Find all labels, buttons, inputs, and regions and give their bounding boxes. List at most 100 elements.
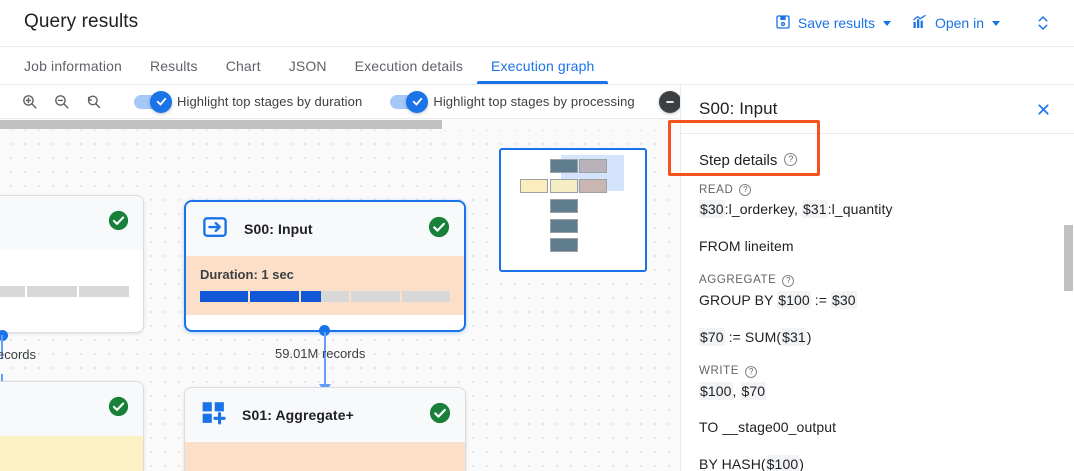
graph-minimap[interactable]	[499, 148, 647, 272]
node-body	[0, 436, 143, 471]
toggle-knob	[150, 90, 172, 113]
minimap-node	[550, 219, 578, 233]
edge-line	[1, 335, 3, 359]
tab-json[interactable]: JSON	[288, 57, 327, 74]
help-icon[interactable]: ?	[784, 153, 798, 166]
node-progress-bar	[0, 286, 129, 297]
detail-aggregate-groupby: GROUP BY $100 := $30	[699, 290, 857, 309]
chart-bars-icon	[911, 14, 928, 33]
node-header: S00: Input	[186, 202, 464, 256]
tab-chart[interactable]: Chart	[225, 57, 261, 74]
detail-aggregate-sum: $70 := SUM($31)	[699, 327, 812, 346]
tab-job-information[interactable]: Job information	[24, 57, 122, 74]
toggle-highlight-by-processing[interactable]: Highlight top stages by processing	[390, 90, 635, 113]
status-success-icon	[429, 402, 451, 429]
progress-segment	[79, 286, 129, 297]
section-keyword-write: WRITE ?	[699, 365, 1056, 378]
toggle-knob	[658, 90, 680, 113]
progress-segment	[200, 291, 249, 302]
tab-results[interactable]: Results	[149, 57, 198, 74]
variable-token: $70	[699, 327, 725, 346]
tab-execution-graph[interactable]: Execution graph	[477, 47, 609, 84]
edge-label-records-partial: ecords	[0, 347, 37, 362]
minimap-node	[550, 179, 578, 193]
graph-node-s00-input[interactable]: S00: Input Duration: 1 sec	[184, 200, 466, 332]
toggle-switch-third[interactable]	[658, 90, 680, 113]
section-keyword-aggregate: AGGREGATE ?	[699, 274, 1056, 287]
node-progress-bar	[200, 291, 451, 302]
toggle-highlight-by-duration[interactable]: Highlight top stages by duration	[134, 90, 363, 113]
save-icon	[775, 14, 791, 33]
keyword-label-aggregate: AGGREGATE	[699, 274, 777, 287]
chevron-down-icon	[992, 20, 1000, 26]
status-success-icon	[108, 210, 129, 236]
step-details-label: Step details	[699, 152, 778, 169]
minimap-node	[550, 238, 578, 252]
minimap-node	[579, 159, 607, 173]
variable-token: $31	[781, 327, 807, 346]
variable-token: $30	[830, 290, 857, 309]
minimap-node	[579, 179, 607, 193]
step-details-heading: Step details ?	[699, 134, 1056, 183]
panel-scrollbar-track[interactable]	[1063, 85, 1074, 471]
toggle-switch-processing[interactable]	[390, 90, 429, 113]
node-body: Duration: 1 sec	[186, 256, 464, 315]
node-title-s00: S00: Input	[244, 221, 313, 237]
chevron-down-icon	[882, 20, 891, 26]
edge-connector-dot	[0, 330, 8, 341]
detail-write-to: TO __stage00_output	[699, 419, 837, 436]
graph-node-partial-lower-left[interactable]	[0, 381, 144, 471]
save-results-button[interactable]: Save results	[765, 8, 901, 39]
graph-node-s01-aggregate[interactable]: S01: Aggregate+	[184, 387, 466, 471]
progress-segment	[250, 291, 299, 302]
variable-token: $30	[699, 200, 725, 218]
toggle-third-option[interactable]	[658, 90, 680, 113]
graph-toolbar: Highlight top stages by duration Highlig…	[0, 85, 680, 119]
edge-line	[324, 332, 326, 388]
detail-read-from: FROM lineitem	[699, 237, 794, 254]
variable-token: $100	[777, 290, 811, 309]
minimap-node	[550, 159, 578, 173]
horizontal-scrollbar-thumb[interactable]	[0, 120, 442, 129]
status-success-icon	[428, 216, 450, 243]
variable-token: $100	[699, 381, 733, 400]
help-icon[interactable]: ?	[745, 365, 758, 378]
edge-label-records: 59.01M records	[275, 346, 366, 361]
variable-token: $31	[801, 200, 828, 218]
execution-graph-canvas[interactable]: ecords S00: Input	[0, 119, 680, 471]
tab-execution-details[interactable]: Execution details	[354, 57, 464, 74]
help-icon[interactable]: ?	[782, 274, 795, 287]
open-in-label: Open in	[934, 15, 984, 31]
panel-scrollbar-thumb[interactable]	[1064, 225, 1073, 291]
progress-segment	[27, 286, 77, 297]
panel-header: S00: Input	[681, 85, 1074, 133]
zoom-reset-button[interactable]	[80, 89, 106, 115]
header-actions: Save results Open in	[765, 0, 1060, 46]
help-icon[interactable]: ?	[739, 184, 752, 196]
zoom-controls	[0, 89, 106, 115]
minimap-node	[550, 199, 578, 213]
node-header	[0, 382, 143, 436]
graph-node-partial-upper-left[interactable]	[0, 195, 144, 333]
detail-write-columns: $100, $70	[699, 381, 767, 400]
edge-connector-dot	[319, 325, 330, 336]
open-in-button[interactable]: Open in	[901, 8, 1010, 39]
zoom-in-button[interactable]	[16, 89, 42, 115]
panel-title: S00: Input	[699, 99, 778, 118]
node-header: S01: Aggregate+	[185, 388, 465, 442]
expand-collapse-button[interactable]	[1026, 6, 1060, 40]
section-keyword-read: READ ?	[699, 183, 1056, 196]
progress-segment	[0, 286, 25, 297]
page-header: Query results Save results	[0, 0, 1074, 47]
toggle-switch-duration[interactable]	[134, 90, 172, 113]
zoom-out-button[interactable]	[48, 89, 74, 115]
keyword-label-write: WRITE	[699, 365, 740, 378]
node-title-s01: S01: Aggregate+	[242, 407, 354, 423]
horizontal-scrollbar-track[interactable]	[0, 119, 680, 130]
toggle-label-duration: Highlight top stages by duration	[177, 94, 363, 109]
close-icon[interactable]	[1028, 94, 1058, 124]
panel-body: Step details ? READ ? $30:l_orderkey, $3…	[681, 134, 1074, 471]
node-body	[0, 250, 143, 310]
detail-read-columns: $30:l_orderkey, $31:l_quantity	[699, 200, 893, 218]
tab-bar: Job information Results Chart JSON Execu…	[0, 47, 1074, 85]
